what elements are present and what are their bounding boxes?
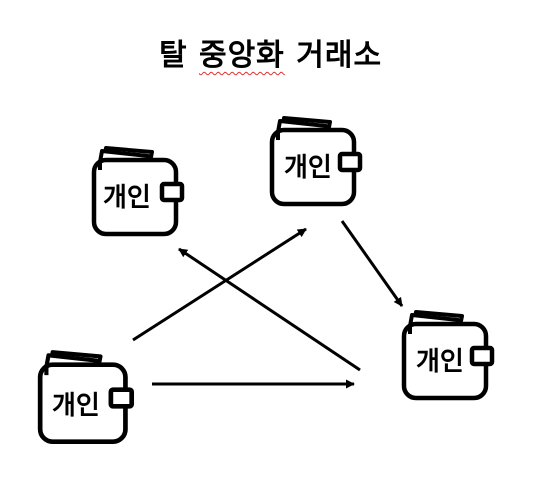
wallet-label: 개인 bbox=[416, 347, 464, 377]
wallet-label: 개인 bbox=[103, 183, 151, 213]
wallet-node-bottom-left: 개인 bbox=[40, 352, 132, 441]
wallet-node-right: 개인 bbox=[404, 312, 492, 398]
title-part-1: 탈 bbox=[158, 38, 199, 73]
wallet-node-top-center: 개인 bbox=[272, 118, 360, 204]
wallet-label: 개인 bbox=[284, 153, 332, 183]
arrow-topcenter-to-right bbox=[340, 220, 404, 307]
arrow-bottomleft-to-topcenter bbox=[132, 227, 307, 342]
wallet-node-top-left: 개인 bbox=[94, 148, 182, 234]
title-part-2: 거래소 bbox=[284, 38, 383, 73]
arrow-right-to-topleft bbox=[178, 247, 361, 372]
page-title: 탈 중앙화 거래소 bbox=[0, 30, 541, 74]
wallet-label: 개인 bbox=[52, 391, 100, 421]
title-part-underlined: 중앙화 bbox=[198, 38, 285, 73]
